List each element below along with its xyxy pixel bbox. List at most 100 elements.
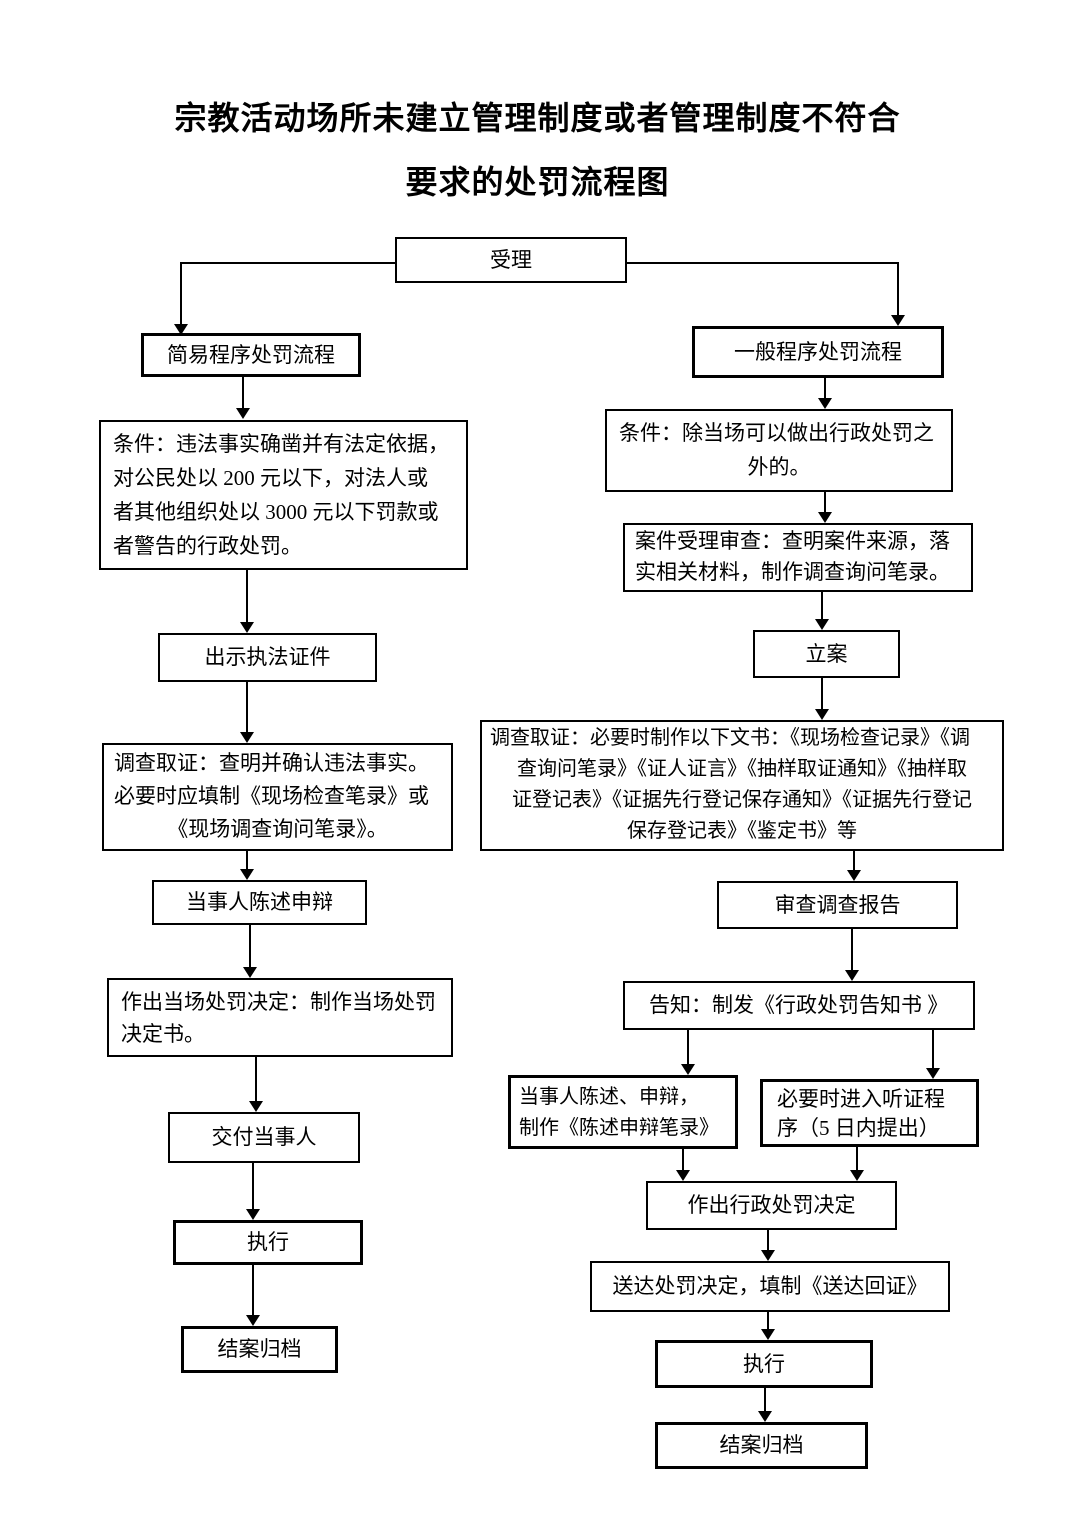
node-notify-label: 告知：制发《行政处罚告知书 》 [649, 993, 949, 1018]
connector [246, 682, 248, 734]
node-text-line: 决定书。 [121, 1022, 205, 1046]
arrowhead-icon [850, 1170, 864, 1181]
connector [824, 378, 826, 400]
node-text-line: 调查取证：必要时制作以下文书：《现场检查记录》《调 [490, 727, 970, 749]
connector [246, 851, 248, 871]
node-accept-label: 受理 [490, 247, 532, 272]
arrowhead-icon [845, 970, 859, 981]
node-onspot-decision: 作出当场处罚决定：制作当场处罚 决定书。 [107, 978, 453, 1057]
node-execute-right: 执行 [655, 1340, 873, 1388]
node-penalty-decision-label: 作出行政处罚决定 [687, 1193, 856, 1218]
node-close-file-left-label: 结案归档 [217, 1337, 302, 1362]
node-penalty-decision: 作出行政处罚决定 [646, 1181, 897, 1230]
node-text-line: 必要时应填制《现场检查笔录》或 [114, 784, 429, 808]
node-simple-condition: 条件：违法事实确凿并有法定依据， 对公民处以 200 元以下，对法人或 者其他组… [99, 420, 468, 570]
node-text-line: 保存登记表》《鉴定书》等 [627, 820, 857, 842]
arrowhead-icon [758, 1411, 772, 1422]
arrowhead-icon [815, 619, 829, 630]
node-text-line: 者其他组织处以 3000 元以下罚款或 [113, 500, 439, 524]
node-review-report-label: 审查调查报告 [774, 892, 901, 917]
node-text-line: 调查取证：查明并确认违法事实。 [114, 751, 429, 775]
page-title-line1: 宗教活动场所未建立管理制度或者管理制度不符合 [174, 100, 901, 136]
connector [821, 678, 823, 711]
connector [767, 1312, 769, 1331]
connector [180, 262, 182, 326]
arrowhead-icon [243, 967, 257, 978]
connector [242, 377, 244, 409]
node-text-line: 者警告的行政处罚。 [113, 534, 302, 558]
node-text-line: 条件：除当场可以做出行政处罚之 [619, 421, 934, 445]
node-text-line: 作出当场处罚决定：制作当场处罚 [121, 990, 436, 1014]
node-general-procedure-label: 一般程序处罚流程 [734, 339, 902, 364]
arrowhead-icon [761, 1329, 775, 1340]
node-execute-left: 执行 [173, 1220, 363, 1265]
node-deliver-party: 交付当事人 [168, 1112, 360, 1163]
node-statement-record: 当事人陈述、申辩， 制作《陈述申辩笔录》 [508, 1075, 738, 1149]
arrowhead-icon [240, 622, 254, 633]
arrowhead-icon [761, 1250, 775, 1261]
node-serve-decision-label: 送达处罚决定，填制《送达回证》 [612, 1274, 928, 1299]
page-title-line2: 要求的处罚流程图 [405, 164, 670, 200]
node-general-condition: 条件：除当场可以做出行政处罚之 外的。 [605, 409, 953, 492]
connector [181, 262, 395, 264]
arrowhead-icon [847, 870, 861, 881]
node-text-line: 《现场调查询问笔录》。 [167, 817, 388, 841]
connector [851, 929, 853, 972]
arrowhead-icon [174, 324, 188, 335]
node-statement-defense: 当事人陈述申辩 [152, 880, 367, 925]
node-text-line: 序（5 日内提出） [777, 1116, 940, 1140]
node-file-case: 立案 [753, 630, 900, 678]
node-accept: 受理 [395, 237, 627, 283]
node-hearing: 必要时进入听证程 序（5 日内提出） [760, 1079, 979, 1147]
connector [246, 570, 248, 624]
page-title: 宗教活动场所未建立管理制度或者管理制度不符合 要求的处罚流程图 [0, 86, 1075, 214]
connector [821, 592, 823, 621]
arrowhead-icon [249, 1101, 263, 1112]
node-deliver-party-label: 交付当事人 [211, 1125, 317, 1150]
connector [764, 1388, 766, 1413]
arrowhead-icon [891, 315, 905, 326]
arrowhead-icon [236, 408, 250, 419]
connector [252, 1265, 254, 1317]
node-notify: 告知：制发《行政处罚告知书 》 [623, 981, 975, 1030]
node-case-review: 案件受理审查：查明案件来源，落 实相关材料，制作调查询问笔录。 [623, 523, 973, 592]
connector [932, 1030, 934, 1070]
connector [252, 1163, 254, 1211]
node-text-line: 制作《陈述申辩笔录》 [519, 1117, 719, 1139]
connector [897, 262, 899, 317]
node-execute-left-label: 执行 [247, 1230, 289, 1255]
node-general-procedure: 一般程序处罚流程 [692, 326, 944, 378]
node-investigate-simple: 调查取证：查明并确认违法事实。 必要时应填制《现场检查笔录》或 《现场调查询问笔… [102, 743, 453, 851]
connector [255, 1057, 257, 1103]
node-text-line: 必要时进入听证程 [777, 1087, 945, 1111]
node-close-file-right-label: 结案归档 [719, 1433, 804, 1458]
node-simple-procedure-label: 简易程序处罚流程 [167, 342, 335, 367]
node-show-credentials: 出示执法证件 [158, 633, 377, 682]
node-show-credentials-label: 出示执法证件 [204, 645, 331, 670]
node-execute-right-label: 执行 [743, 1351, 785, 1376]
arrowhead-icon [926, 1068, 940, 1079]
node-text-line: 当事人陈述、申辩， [519, 1086, 699, 1108]
connector [767, 1230, 769, 1252]
connector [856, 1147, 858, 1172]
node-text-line: 查询问笔录》《证人证言》《抽样取证通知》《抽样取 [517, 758, 967, 780]
node-statement-defense-label: 当事人陈述申辩 [186, 890, 333, 915]
arrowhead-icon [818, 398, 832, 409]
arrowhead-icon [676, 1170, 690, 1181]
arrowhead-icon [240, 869, 254, 880]
node-review-report: 审查调查报告 [717, 881, 958, 929]
node-text-line: 条件：违法事实确凿并有法定依据， [113, 432, 449, 456]
connector [249, 925, 251, 969]
node-text-line: 证登记表》《证据先行登记保存通知》《证据先行登记 [512, 789, 972, 811]
arrowhead-icon [815, 709, 829, 720]
node-simple-procedure: 简易程序处罚流程 [141, 333, 361, 377]
node-close-file-left: 结案归档 [181, 1326, 338, 1373]
node-text-line: 实相关材料，制作调查询问笔录。 [635, 560, 950, 584]
node-text-line: 案件受理审查：查明案件来源，落 [635, 529, 950, 553]
arrowhead-icon [818, 512, 832, 523]
node-text-line: 外的。 [747, 455, 811, 479]
node-serve-decision: 送达处罚决定，填制《送达回证》 [590, 1261, 950, 1312]
connector [853, 851, 855, 872]
connector [627, 262, 899, 264]
